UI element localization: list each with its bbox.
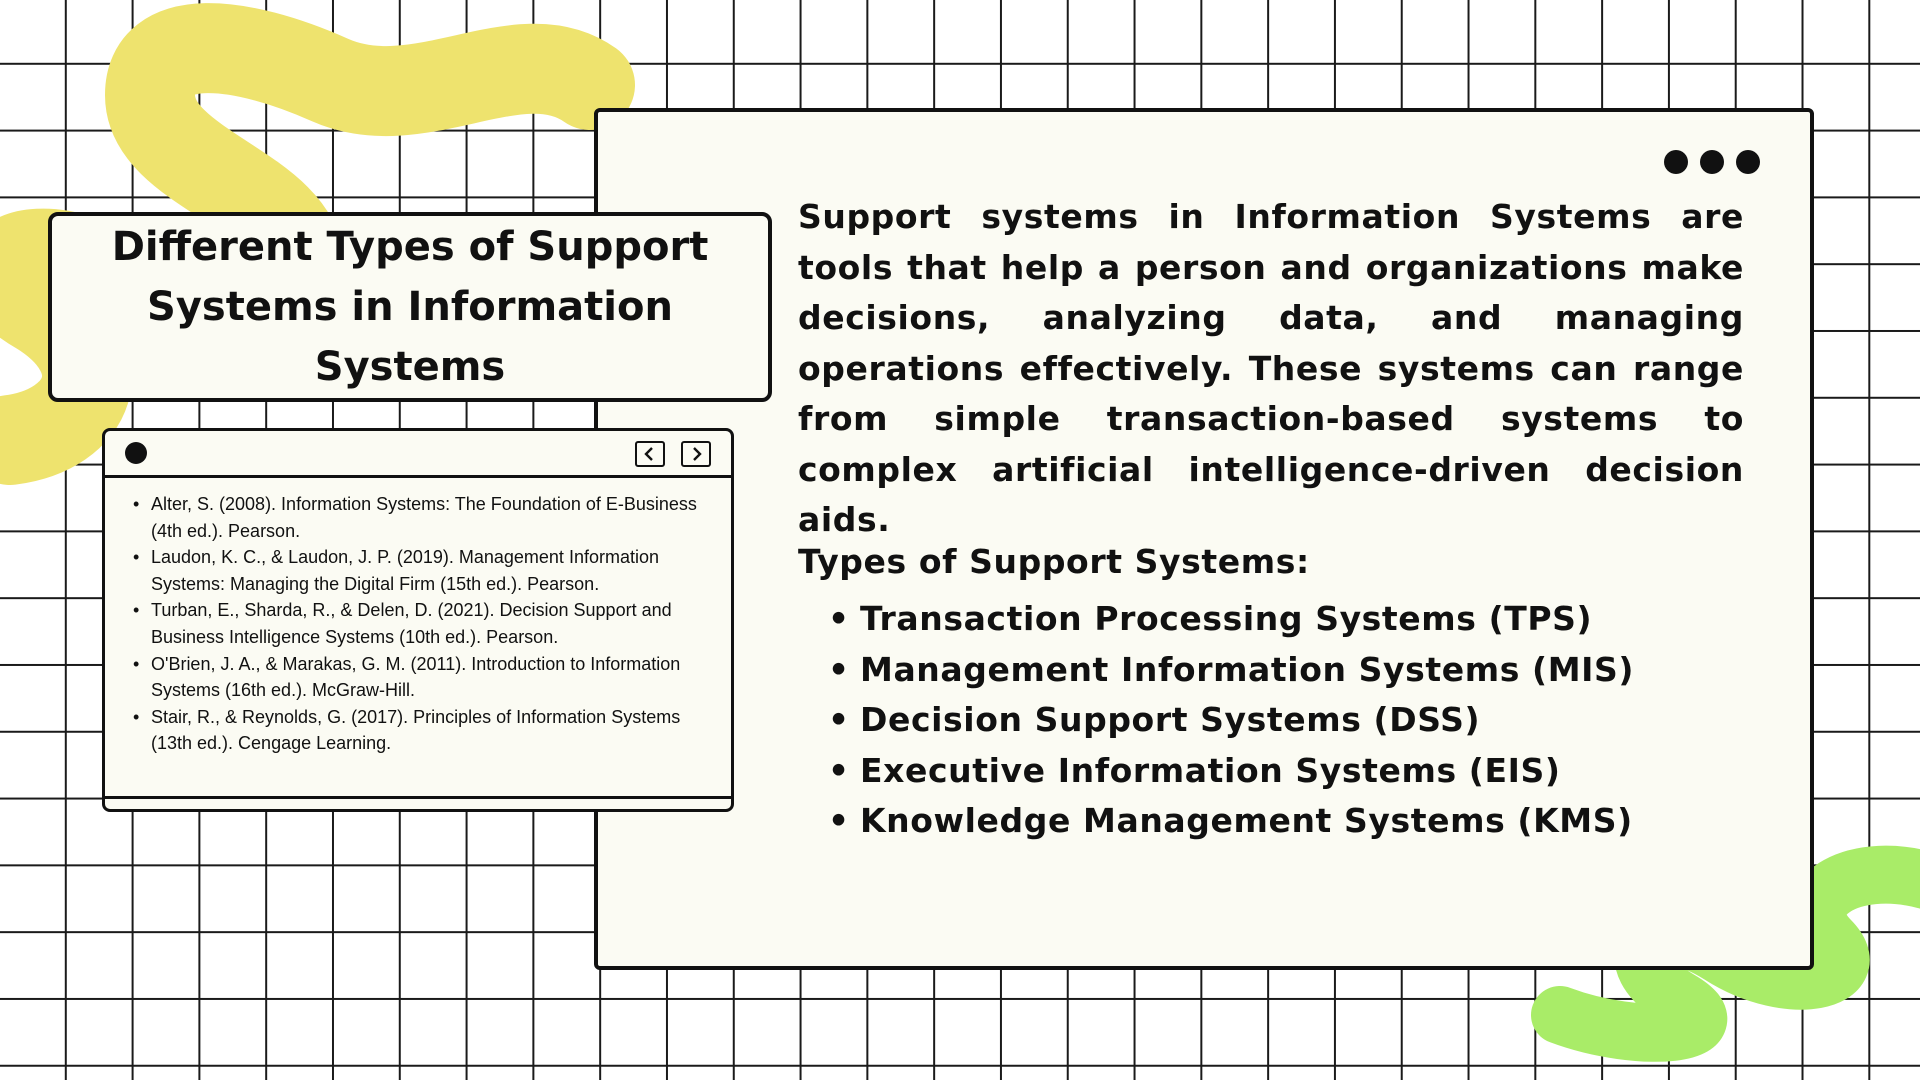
reference-text: Turban, E., Sharda, R., & Delen, D. (202… — [151, 600, 672, 647]
chevron-left-icon — [644, 447, 653, 461]
chevron-right-icon — [693, 447, 702, 461]
window-title-bar — [105, 431, 731, 478]
window-bottom-bar — [105, 796, 731, 809]
types-heading: Types of Support Systems: — [798, 542, 1310, 581]
three-dots-icon — [1664, 150, 1760, 174]
bullet: • — [133, 600, 140, 621]
references-window: • Alter, S. (2008). Information Systems: … — [102, 428, 734, 812]
title-card: Different Types of Support Systems in In… — [48, 212, 772, 402]
types-list: •Transaction Processing Systems (TPS) •M… — [828, 594, 1634, 847]
type-label: Knowledge Management Systems (KMS) — [860, 801, 1633, 840]
list-item: •Executive Information Systems (EIS) — [828, 746, 1634, 797]
next-button[interactable] — [681, 441, 711, 467]
list-item: •Management Information Systems (MIS) — [828, 645, 1634, 696]
bullet: • — [828, 750, 850, 790]
dot — [1664, 150, 1688, 174]
reference-item: • O'Brien, J. A., & Marakas, G. M. (2011)… — [133, 651, 703, 704]
reference-text: Laudon, K. C., & Laudon, J. P. (2019). M… — [151, 547, 659, 594]
dot — [1700, 150, 1724, 174]
page-title: Different Types of Support Systems in In… — [111, 224, 709, 390]
list-item: • Knowledge Management Systems (KMS) — [828, 796, 1634, 847]
bullet: • — [133, 706, 140, 727]
type-label: Executive Information Systems (EIS) — [860, 750, 1561, 790]
bullet: • — [828, 599, 850, 638]
reference-text: Alter, S. (2008). Information Systems: T… — [151, 494, 697, 541]
list-item: • Decision Support Systems (DSS) — [828, 695, 1634, 746]
bullet: • — [133, 653, 140, 674]
window-dot-icon — [125, 442, 147, 464]
bullet: • — [828, 700, 850, 739]
reference-item: • Alter, S. (2008). Information Systems: … — [133, 491, 703, 544]
reference-item: • Stair, R., & Reynolds, G. (2017). Princ… — [133, 704, 703, 757]
references-list: • Alter, S. (2008). Information Systems: … — [133, 491, 703, 757]
reference-item: • Turban, E., Sharda, R., & Delen, D. (20… — [133, 597, 703, 650]
reference-text: Stair, R., & Reynolds, G. (2017). Princi… — [151, 706, 681, 754]
reference-item: • Laudon, K. C., & Laudon, J. P. (2019). … — [133, 544, 703, 597]
dot — [1736, 150, 1760, 174]
type-label: Management Information Systems (MIS) — [860, 649, 1635, 689]
main-content-card: Support systems in Information Systems a… — [594, 108, 1814, 970]
intro-paragraph: Support systems in Information Systems a… — [798, 197, 1744, 539]
list-item: • Transaction Processing Systems (TPS) — [828, 594, 1634, 645]
previous-button[interactable] — [635, 441, 665, 467]
bullet: • — [828, 649, 850, 689]
type-label: Decision Support Systems (DSS) — [860, 700, 1481, 739]
bullet: • — [133, 547, 140, 568]
bullet: • — [133, 494, 140, 514]
reference-text: O'Brien, J. A., & Marakas, G. M. (2011).… — [151, 653, 681, 701]
bullet: • — [828, 801, 850, 840]
type-label: Transaction Processing Systems (TPS) — [860, 599, 1593, 638]
